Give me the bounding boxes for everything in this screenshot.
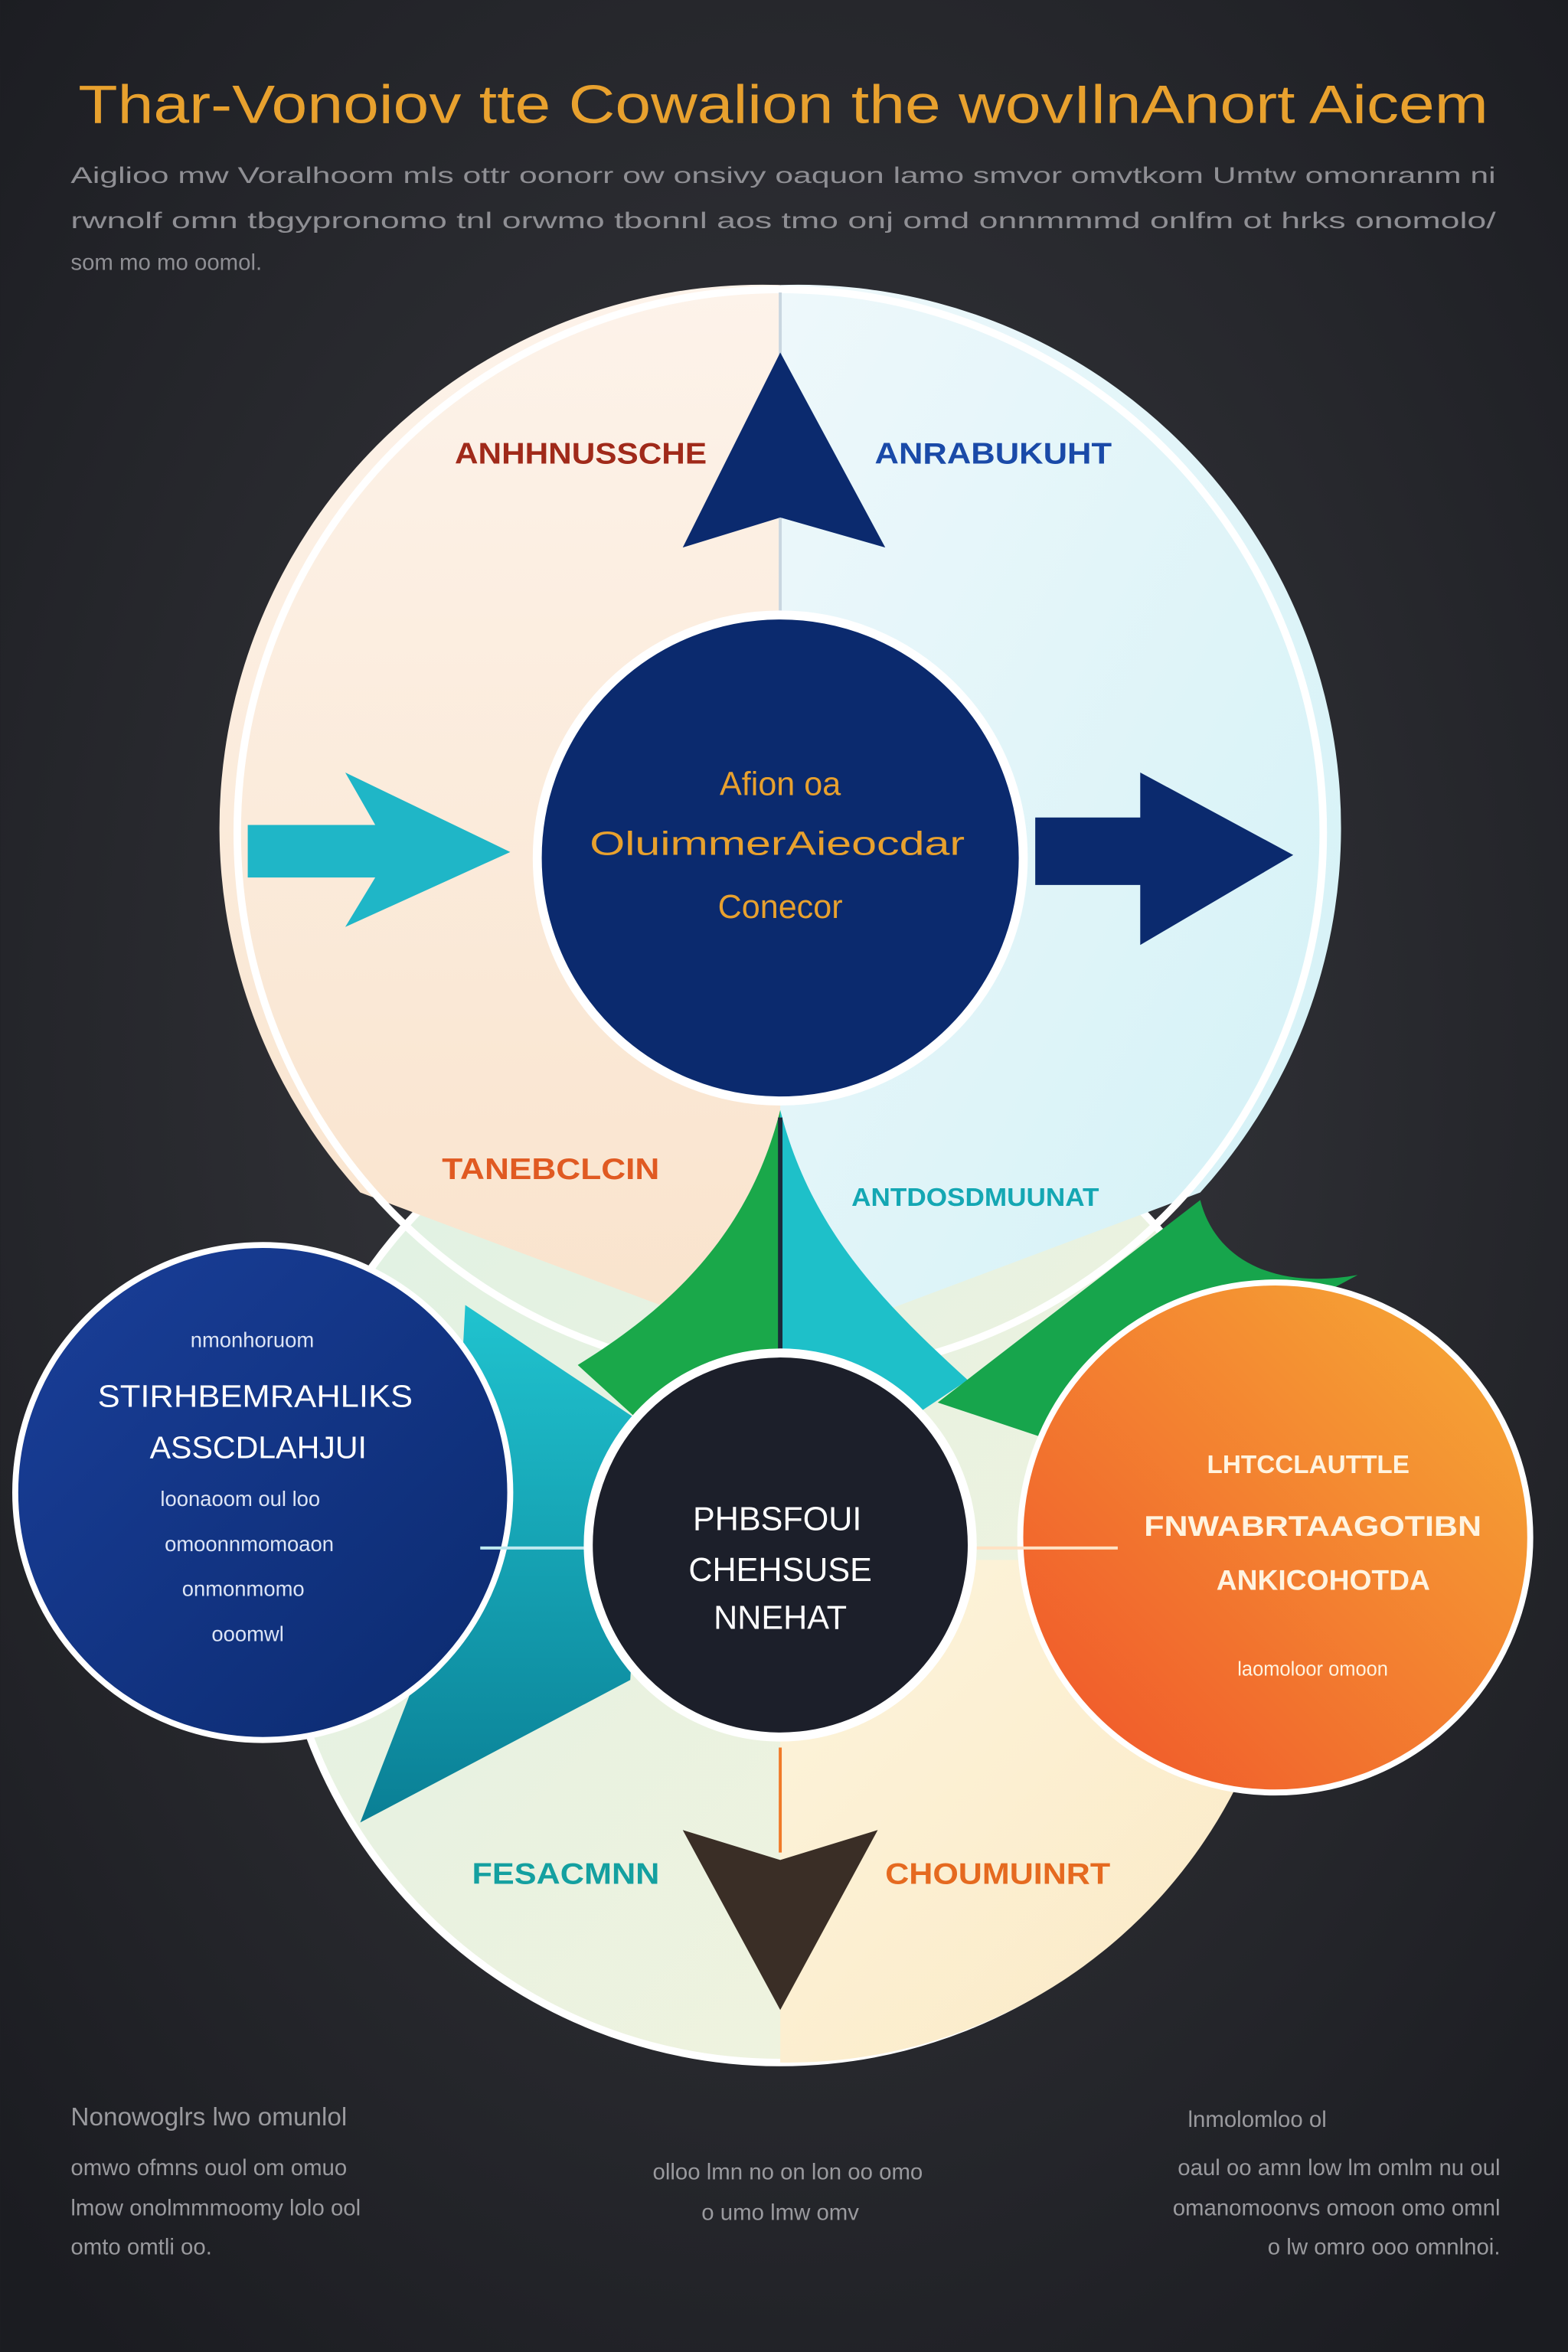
quadrant-label: CHOUMUINRT — [885, 1858, 1110, 1891]
hub-label: CHEHSUSE — [688, 1552, 871, 1589]
intro-line: rwnolf omn tbgypronomo tnl orwmo tbonnl … — [70, 208, 1496, 234]
left-bubble-kicker: nmonhoruom — [191, 1328, 314, 1351]
teal-wedge-center — [780, 1109, 968, 1426]
up-arrow-icon — [682, 352, 886, 548]
quadrant-label: ANRABUKUHT — [875, 437, 1112, 470]
right-arrow-icon — [1035, 772, 1294, 946]
right-bubble-heading: ANKICOHOTDA — [1217, 1564, 1430, 1596]
footer-left-line: omto omtli oo. — [70, 2235, 211, 2260]
footer-left-line: lmow onolmmmoomy lolo ool — [70, 2196, 361, 2221]
center-label: OluimmerAieocdar — [590, 826, 965, 863]
center-label: Conecor — [718, 889, 843, 926]
hub-label: NNEHAT — [714, 1600, 847, 1637]
intro-line: som mo mo oomol. — [70, 250, 262, 276]
quadrant-label: TANEBCLCIN — [442, 1153, 659, 1186]
footer-right-heading: lnmolomloo ol — [1188, 2107, 1327, 2132]
quadrant-label: FESACMNN — [472, 1858, 659, 1891]
hub-circle — [583, 1348, 977, 1742]
footer-center-line: o umo lmw omv — [701, 2200, 859, 2226]
left-bubble-body: loonaoom oul loo — [160, 1487, 320, 1511]
inbound-arrow-icon — [247, 772, 511, 927]
footer-center-line: olloo lmn no on lon oo omo — [653, 2160, 923, 2185]
left-bubble-heading: ASSCDLAHJUI — [150, 1429, 367, 1465]
hub-label: PHBSFOUI — [693, 1501, 861, 1537]
center-label: Afion oa — [720, 766, 841, 802]
right-bubble-heading: FNWABRTAAGOTIBN — [1144, 1510, 1481, 1542]
center-circle — [532, 610, 1028, 1106]
left-bubble — [11, 1242, 514, 1743]
left-bubble-body: onmonmomo — [182, 1577, 305, 1601]
page-title: Thar-Vonoiov tte Cowalion the wovIlnAnor… — [78, 74, 1488, 135]
footer-left-line: omwo ofmns ouol om omuo — [70, 2155, 347, 2180]
footer-left-heading: Nonowoglrs lwo omunlol — [70, 2103, 347, 2132]
left-bubble-body: ooomwl — [211, 1622, 283, 1645]
right-bubble — [1017, 1279, 1534, 1796]
intro-paragraph: Aiglioo mw Voralhoom mls ottr oonorr ow … — [70, 163, 1496, 276]
intro-line: Aiglioo mw Voralhoom mls ottr oonorr ow … — [70, 163, 1495, 188]
quadrant-label: ANHHNUSSCHE — [455, 437, 707, 470]
left-bubble-body: omoonnmomoaon — [165, 1532, 334, 1556]
footer-right-line: omanomoonvs omoon omo omnl — [1173, 2196, 1501, 2221]
footer-right-line: o lw omro ooo omnlnoi. — [1268, 2235, 1501, 2260]
down-arrow-icon — [682, 1830, 878, 2011]
quadrant-label: ANTDOSDMUUNAT — [851, 1184, 1099, 1212]
right-bubble-heading: LHTCCLAUTTLE — [1207, 1451, 1409, 1479]
left-bubble-heading: STIRHBEMRAHLIKS — [98, 1379, 413, 1414]
footer-right-line: oaul oo amn low lm omlm nu oul — [1178, 2155, 1500, 2180]
right-bubble-body: laomoloor omoon — [1237, 1658, 1388, 1680]
